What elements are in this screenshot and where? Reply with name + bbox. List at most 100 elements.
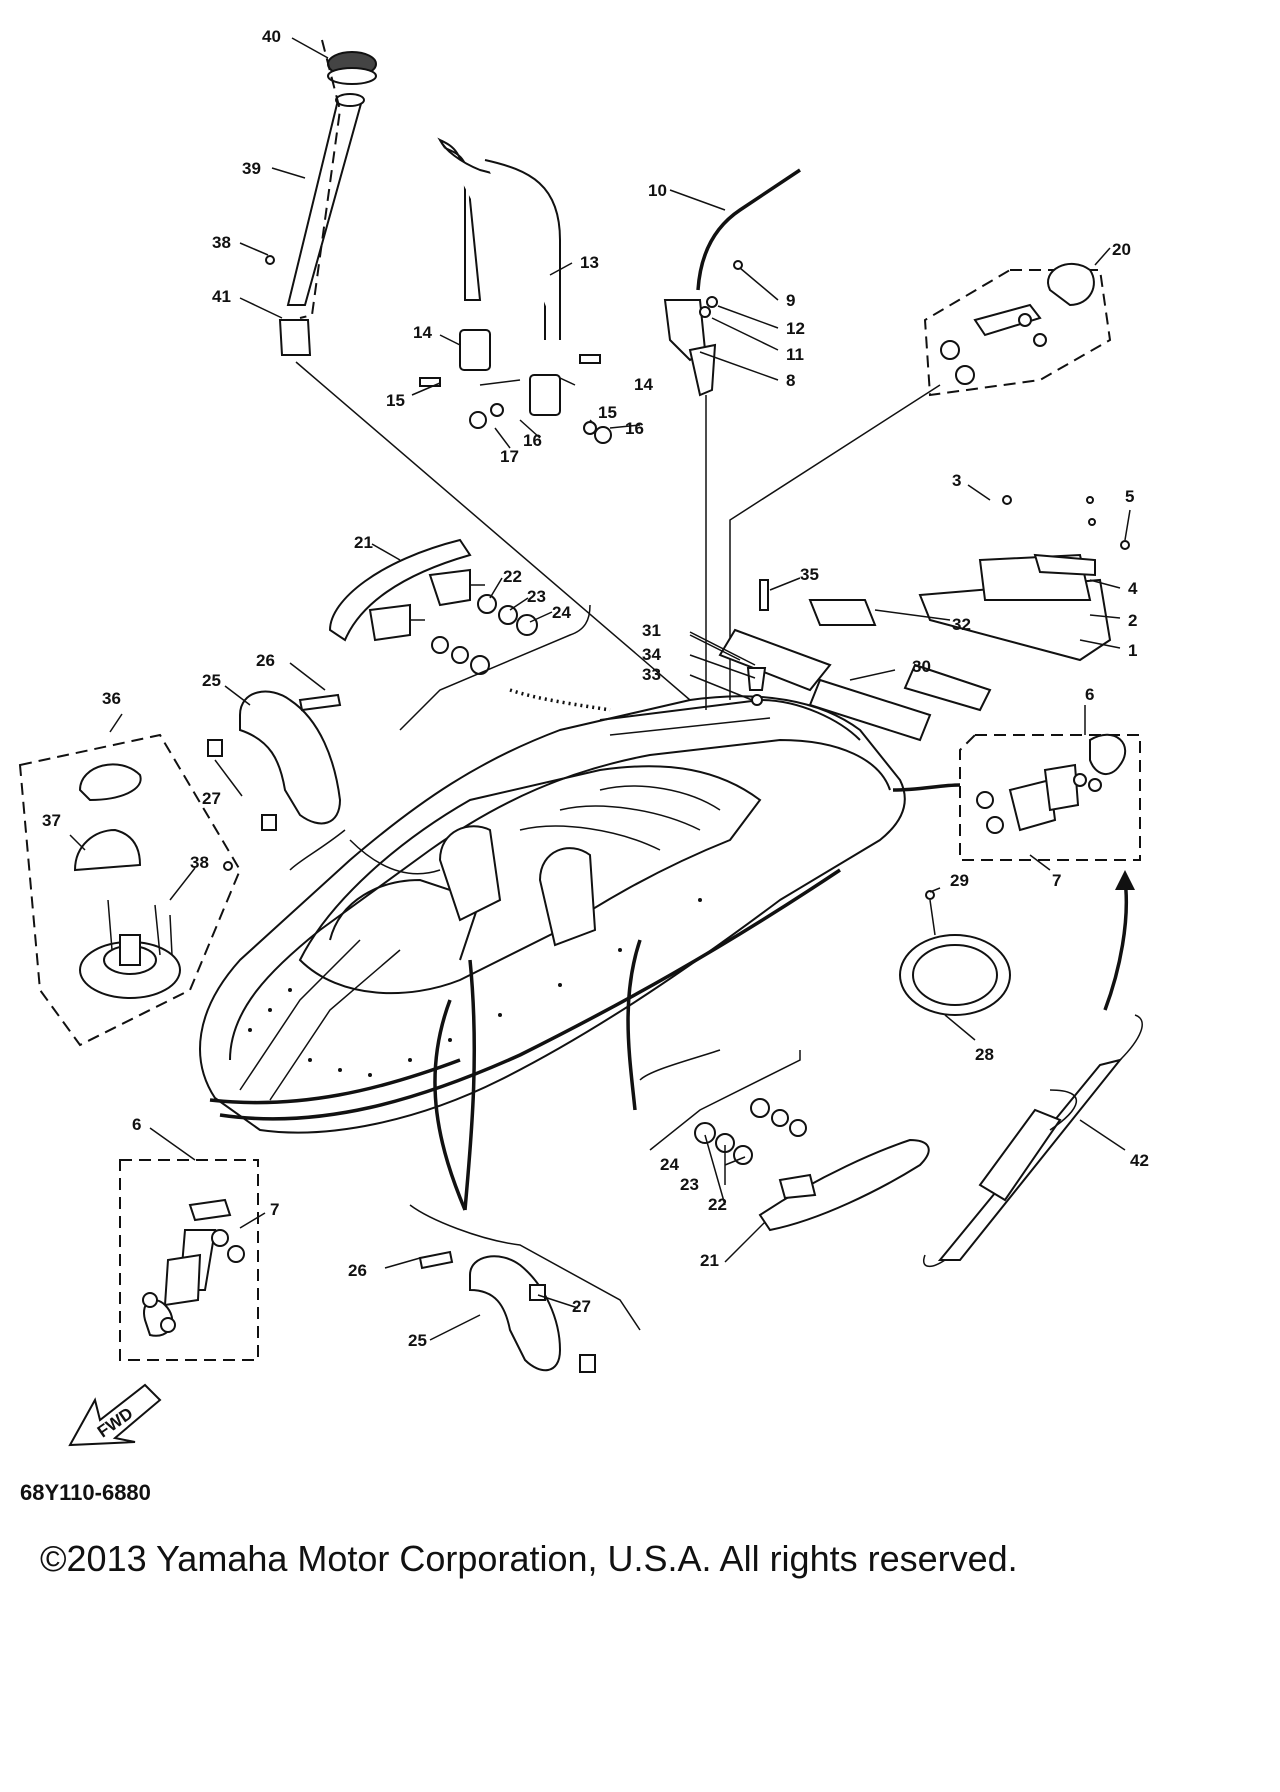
- callout-38: 38: [190, 853, 209, 872]
- part-14-bracket: [459, 329, 491, 371]
- callout-16: 16: [523, 431, 542, 450]
- callout-17: 17: [500, 447, 519, 466]
- pads-assembly: [689, 579, 992, 742]
- part-4-bracket: [1033, 553, 1096, 577]
- part-9-screw: [733, 260, 743, 270]
- callout-6b: 6: [132, 1115, 141, 1134]
- callout-26b: 26: [348, 1261, 367, 1280]
- callout-39: 39: [242, 159, 261, 178]
- callout-6: 6: [1085, 685, 1094, 704]
- part-20-eye: [1047, 263, 1095, 307]
- callout-25b: 25: [408, 1331, 427, 1350]
- part-33-nut: [751, 694, 763, 706]
- callout-29: 29: [950, 871, 969, 890]
- callout-3: 3: [952, 471, 961, 490]
- callout-20: 20: [1112, 240, 1131, 259]
- callouts: [69, 37, 1131, 1341]
- part-32-pad: [808, 599, 877, 626]
- part-38-screw: [265, 255, 275, 265]
- callout-25: 25: [202, 671, 221, 690]
- part-25-handle: [239, 690, 342, 825]
- part-26-screw: [298, 693, 342, 712]
- callout-24b: 24: [660, 1155, 679, 1174]
- part-24-nut: [516, 614, 538, 636]
- part-11-clamp: [699, 306, 711, 318]
- callout-2: 2: [1128, 611, 1137, 630]
- bow-eye-assembly-right: [892, 733, 1141, 1011]
- callout-35: 35: [800, 565, 819, 584]
- part-22-washer: [477, 594, 497, 614]
- part-23-nut: [498, 605, 518, 625]
- part-3-screw: [1002, 495, 1012, 505]
- part-41-fitting: [278, 319, 312, 356]
- callout-8: 8: [786, 371, 795, 390]
- callout-7b: 7: [270, 1200, 279, 1219]
- part-8-bracket: [663, 299, 707, 362]
- seat-left: [438, 825, 502, 922]
- callout-1: 1: [1128, 641, 1137, 660]
- callout-14: 14: [413, 323, 432, 342]
- callout-4: 4: [1128, 579, 1138, 598]
- part-25-handle-b: [469, 1255, 562, 1372]
- callout-38b: 38: [212, 233, 231, 252]
- callout-30: 30: [912, 657, 931, 676]
- callout-32: 32: [952, 615, 971, 634]
- callout-15b: 15: [598, 403, 617, 422]
- part-21-fender: [328, 538, 472, 642]
- callout-21b: 21: [700, 1251, 719, 1270]
- callout-36: 36: [102, 689, 121, 708]
- callout-5: 5: [1125, 487, 1134, 506]
- part-37-cap: [73, 828, 142, 872]
- boat-hull: [199, 695, 906, 1134]
- callout-28: 28: [975, 1045, 994, 1064]
- part-5-screw: [1120, 540, 1130, 550]
- copyright-notice: ©2013 Yamaha Motor Corporation, U.S.A. A…: [40, 1538, 1018, 1579]
- callout-14b: 14: [634, 375, 653, 394]
- part-30-mat: [718, 628, 832, 692]
- part-39-pipe: [286, 99, 364, 306]
- tie-down-strap: [923, 1014, 1143, 1267]
- callout-34: 34: [642, 645, 661, 664]
- part-16-washer: [490, 403, 504, 417]
- callout-22: 22: [503, 567, 522, 586]
- callout-37: 37: [42, 811, 61, 830]
- bow-eye-assembly-top: [729, 263, 1112, 700]
- callout-11: 11: [786, 345, 804, 364]
- callout-9: 9: [786, 291, 795, 310]
- callout-23b: 23: [680, 1175, 699, 1194]
- callout-33: 33: [642, 665, 661, 684]
- part-21-fender-b: [758, 1138, 930, 1232]
- handle-starboard-assembly: [409, 939, 642, 1373]
- fender-port-assembly: [328, 538, 611, 731]
- tow-band-assembly: [663, 168, 801, 710]
- callout-24: 24: [552, 603, 571, 622]
- part-36-cap: [78, 763, 142, 802]
- handle-port-assembly: [207, 690, 441, 875]
- callout-10: 10: [648, 181, 667, 200]
- callout-21: 21: [354, 533, 373, 552]
- part-35-screw: [759, 579, 769, 611]
- callout-15: 15: [386, 391, 405, 410]
- callout-16b: 16: [625, 419, 644, 438]
- fwd-arrow: FWD: [68, 1383, 162, 1447]
- part-34-cap: [746, 667, 767, 691]
- speaker-assembly: [18, 733, 242, 1047]
- callout-40: 40: [262, 27, 281, 46]
- part-27-pad: [207, 739, 223, 757]
- grab-handle-assembly: [419, 137, 612, 444]
- callout-22b: 22: [708, 1195, 727, 1214]
- callout-42: 42: [1130, 1151, 1149, 1170]
- seat-right: [538, 847, 597, 947]
- part-29-screw: [925, 890, 935, 900]
- callout-12: 12: [786, 319, 805, 338]
- ski-tow-pylon-assembly: [265, 39, 691, 701]
- callout-26: 26: [256, 651, 275, 670]
- frame-assembly: [918, 495, 1130, 662]
- bow-eye-assembly-bottom: [119, 1159, 259, 1361]
- callout-31: 31: [642, 621, 661, 640]
- callout-23: 23: [527, 587, 546, 606]
- speaker-grille-assembly: [899, 890, 1011, 1016]
- diagram-code: 68Y110-6880: [20, 1480, 151, 1505]
- callout-13: 13: [580, 253, 599, 272]
